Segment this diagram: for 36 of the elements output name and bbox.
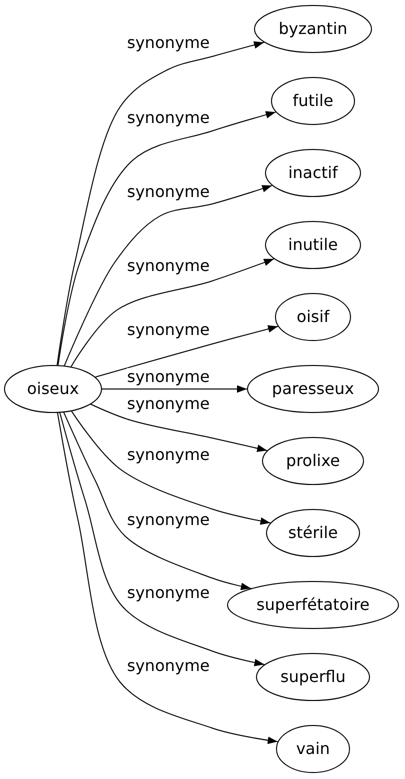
ellipse-node <box>227 581 399 629</box>
ellipse-node <box>266 509 360 557</box>
node-label: oiseux <box>26 380 80 398</box>
ellipse-node <box>254 5 372 53</box>
node-label: inutile <box>288 236 338 254</box>
arrow <box>71 410 271 525</box>
arrow <box>94 325 278 378</box>
node-label: byzantin <box>278 20 348 38</box>
ellipse-node <box>276 725 350 773</box>
node-label: prolixe <box>286 452 340 470</box>
arrow <box>59 412 265 666</box>
arrow <box>63 412 252 590</box>
ellipse-node <box>265 149 361 197</box>
arrow <box>70 258 274 368</box>
node-label: vain <box>296 740 330 758</box>
node-label: oisif <box>296 308 330 326</box>
ellipse-node <box>4 365 102 413</box>
ellipse-node <box>271 77 355 125</box>
ellipse-node <box>256 653 370 701</box>
node-label: paresseux <box>272 380 354 398</box>
edge-label: synonyme <box>127 368 210 386</box>
ellipse-node <box>262 437 364 485</box>
arrow <box>56 41 264 366</box>
arrow <box>64 185 273 366</box>
node-label: inactif <box>288 164 338 182</box>
arrow <box>102 385 248 393</box>
ellipse-node <box>275 293 351 341</box>
ellipse-node <box>247 365 379 413</box>
arrow <box>90 404 268 452</box>
ellipse-node <box>265 221 361 269</box>
node-label: stérile <box>288 524 338 542</box>
node-label: superfétatoire <box>256 596 370 614</box>
arrow <box>58 111 276 366</box>
arrow <box>57 412 278 744</box>
node-label: futile <box>292 92 334 110</box>
node-label: superflu <box>280 668 346 686</box>
